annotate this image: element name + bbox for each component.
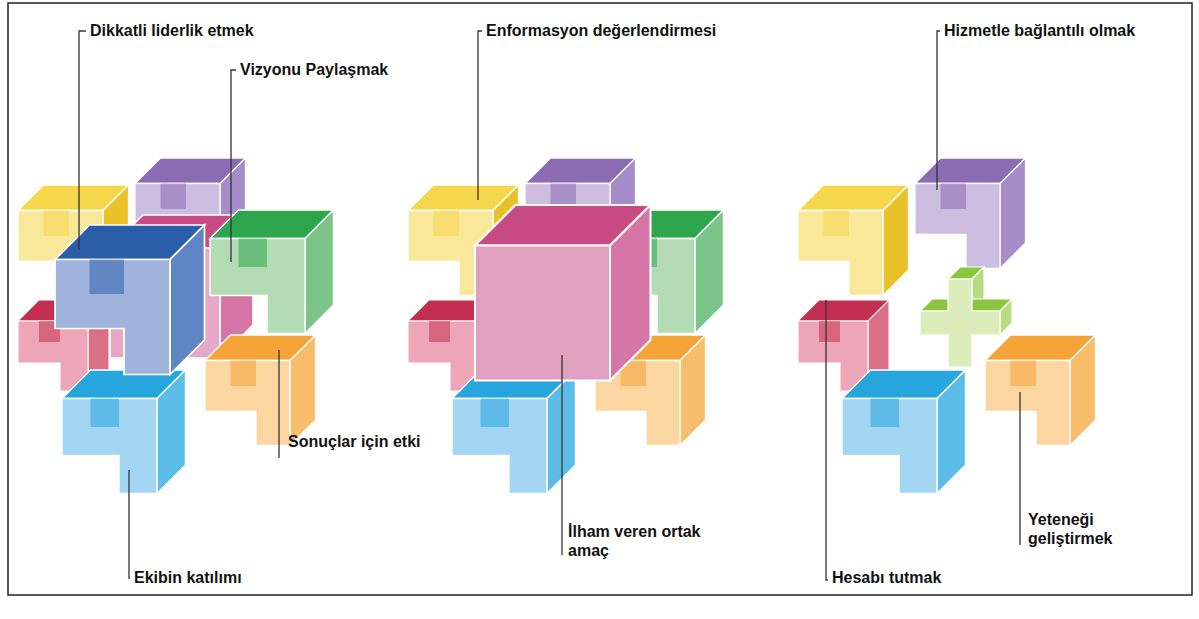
callout-label: Hizmetle bağlantılı olmak	[944, 21, 1135, 40]
callout-label: İlham veren ortak amaç	[568, 522, 728, 560]
callout-label: Dikkatli liderlik etmek	[90, 21, 254, 40]
callout-label: Enformasyon değerlendirmesi	[486, 21, 716, 40]
leader-lines	[79, 31, 1020, 580]
callout-label: Sonuçlar için etki	[288, 432, 420, 451]
callout-label: Hesabı tutmak	[832, 568, 941, 587]
callout-label: Yeteneği geliştirmek	[1028, 510, 1133, 548]
callout-label: Vizyonu Paylaşmak	[240, 60, 388, 79]
callout-label: Ekibin katılımı	[134, 568, 242, 587]
